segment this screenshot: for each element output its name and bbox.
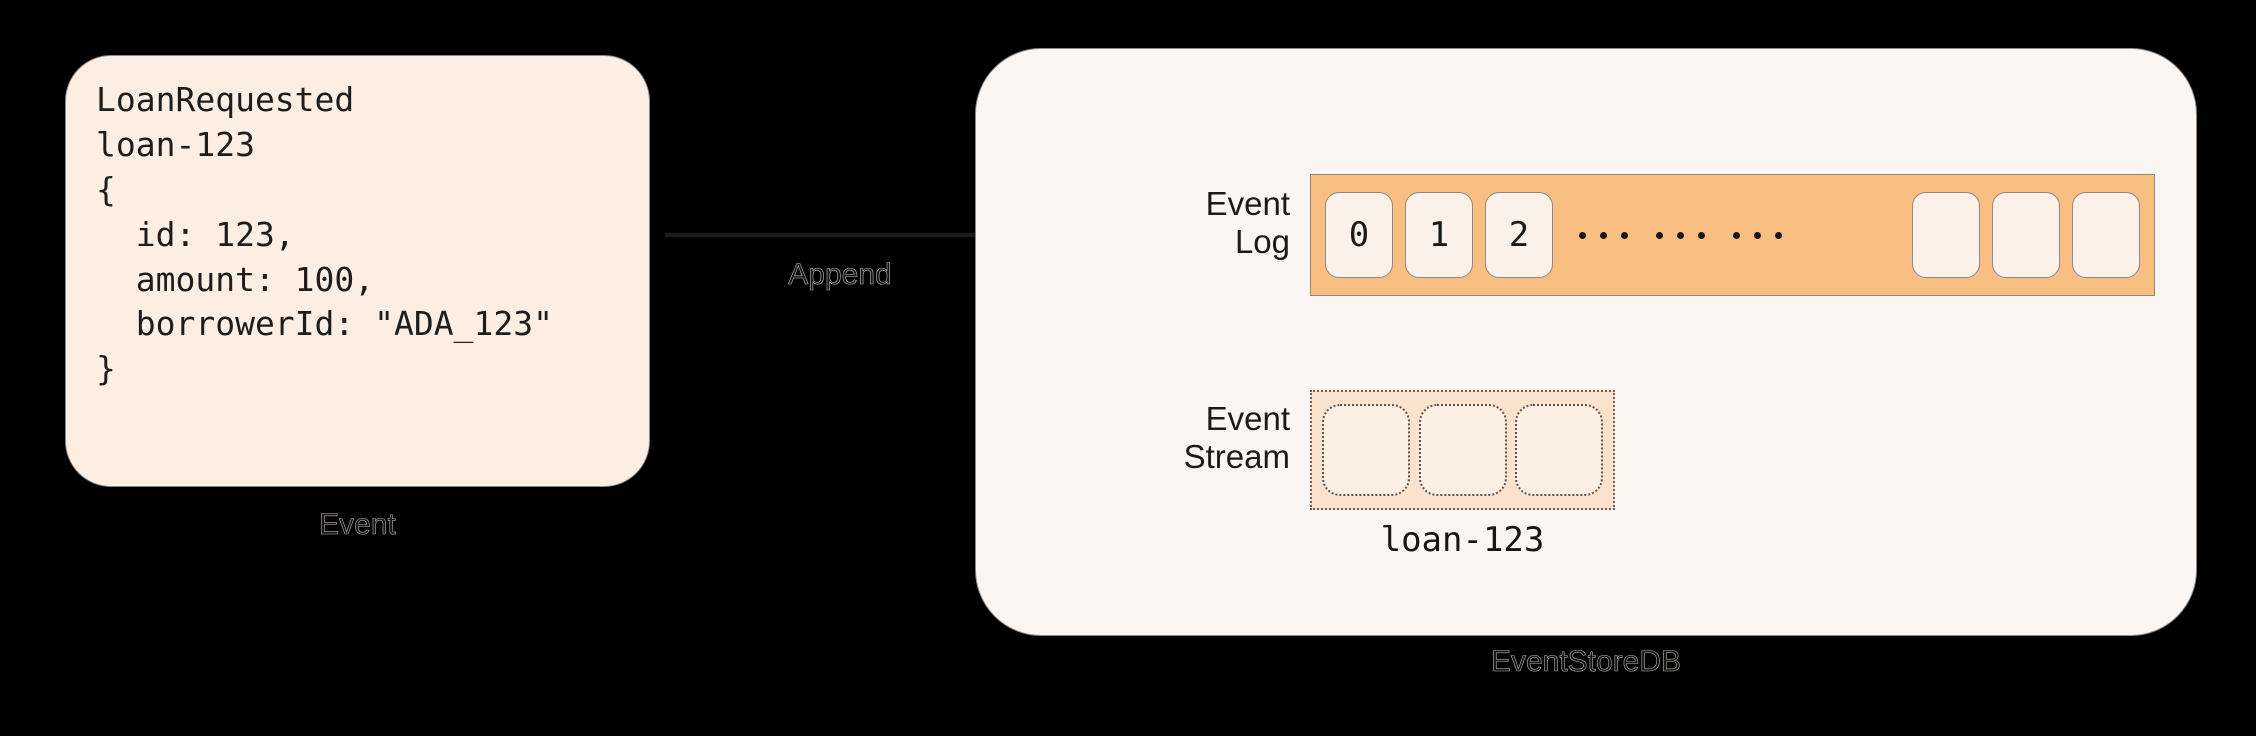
ellipsis-dot [1733, 231, 1740, 239]
event-card-code: LoanRequested loan-123 { id: 123, amount… [96, 80, 553, 389]
ellipsis-dot [1754, 231, 1761, 239]
event-log-cell: 2 [1485, 192, 1553, 278]
ellipsis-dot [1579, 231, 1586, 239]
event-log-cell: 0 [1325, 192, 1393, 278]
eventstore-caption: EventStoreDB [1490, 645, 1682, 679]
ellipsis-dot [1775, 231, 1782, 239]
ellipsis-group [1642, 231, 1719, 239]
event-log-label: Event Log [1205, 185, 1290, 261]
ellipsis-group [1719, 231, 1796, 239]
event-log-empty-cell [1912, 192, 1980, 278]
ellipsis-dot [1698, 231, 1705, 239]
eventstore-container [975, 48, 2197, 636]
event-log-empty-cell [2072, 192, 2140, 278]
append-label: Append [788, 258, 892, 292]
event-log-cell: 1 [1405, 192, 1473, 278]
event-stream-caption: loan-123 [1380, 520, 1545, 560]
ellipsis-group [1565, 231, 1642, 239]
event-log-band: 0 1 2 [1310, 174, 2155, 296]
event-stream-cell [1418, 404, 1507, 496]
ellipsis-dot [1656, 231, 1663, 239]
event-stream-box [1310, 390, 1615, 510]
ellipsis-dot [1621, 231, 1628, 239]
event-stream-label: Event Stream [1183, 400, 1290, 476]
event-card: LoanRequested loan-123 { id: 123, amount… [65, 55, 650, 487]
event-card-caption: Event [319, 508, 396, 542]
event-stream-cell [1322, 404, 1410, 496]
event-log-empty-cell [1992, 192, 2060, 278]
ellipsis-dot [1677, 231, 1684, 239]
event-stream-cell [1515, 404, 1603, 496]
ellipsis-dot [1600, 231, 1607, 239]
event-log-ellipsis [1565, 231, 1796, 239]
